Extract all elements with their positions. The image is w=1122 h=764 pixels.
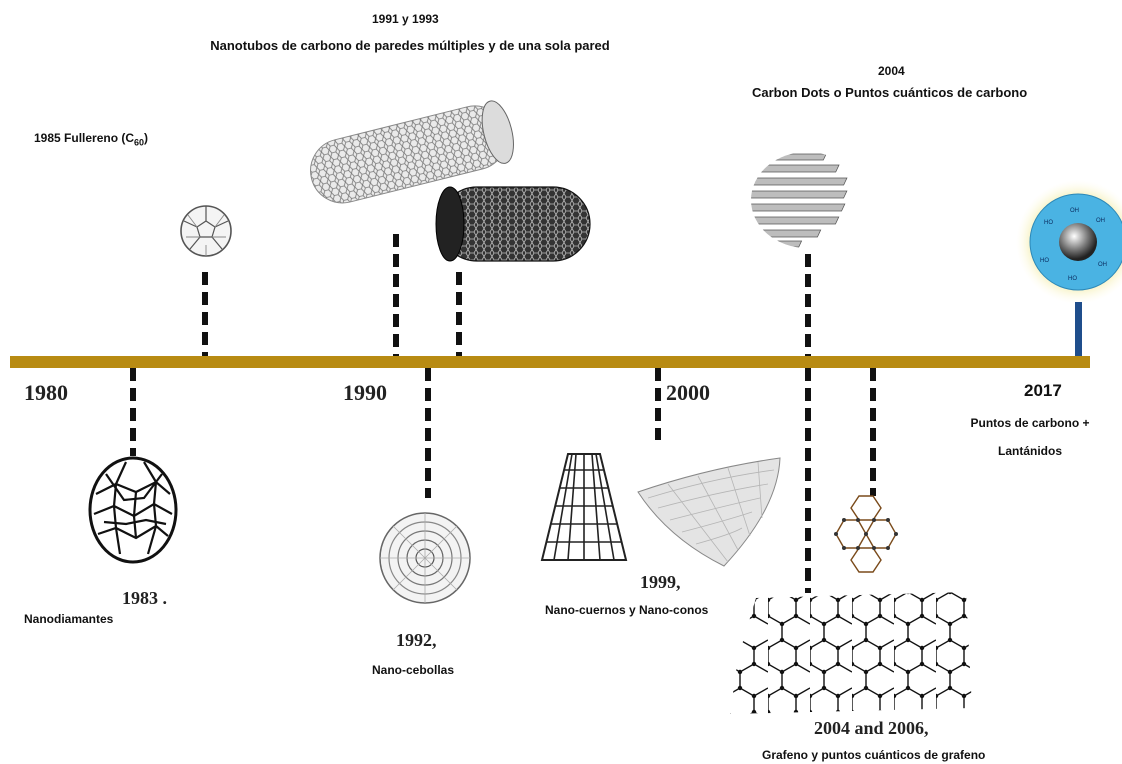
fullerene-label-prefix: 1985 Fullereno (C — [34, 131, 134, 145]
axis-year-1990: 1990 — [343, 380, 387, 406]
svg-text:HO: HO — [1044, 220, 1053, 226]
carbon-dot-icon — [748, 150, 866, 250]
nanodiamond-connector — [130, 368, 136, 456]
nanotubes-label: Nanotubos de carbono de paredes múltiple… — [200, 38, 620, 53]
lanthanides-label-line1: Puntos de carbono + — [960, 416, 1100, 430]
carbon-dot-lanthanide-icon: OH OH HO HO OH HO — [1016, 180, 1122, 304]
graphene-label: Grafeno y puntos cuánticos de grafeno — [762, 748, 985, 762]
nano-onion-icon — [378, 510, 472, 606]
graphene-connector — [805, 368, 811, 593]
nanocone-icon — [538, 450, 630, 566]
fullerene-icon — [178, 203, 234, 259]
nano-onion-year: 1992, — [396, 630, 437, 651]
carbon-dot-connector — [805, 254, 811, 356]
axis-year-2017: 2017 — [1024, 381, 1062, 401]
nanotubes-year: 1991 y 1993 — [372, 12, 439, 26]
svg-text:HO: HO — [1040, 258, 1049, 264]
year-2000-connector — [655, 368, 661, 440]
nanohorn-label: Nano-cuernos y Nano-conos — [545, 603, 708, 617]
nano-onion-label: Nano-cebollas — [372, 663, 454, 677]
nanodiamond-year: 1983 . — [122, 588, 167, 609]
svg-text:HO: HO — [1068, 276, 1077, 282]
svg-text:OH: OH — [1070, 208, 1079, 214]
graphene-qd-connector — [870, 368, 876, 496]
lanthanides-label-line2: Lantánidos — [960, 444, 1100, 458]
nanotube-connector-1993 — [456, 272, 462, 356]
nanotube-icon — [300, 92, 600, 272]
svg-text:OH: OH — [1098, 262, 1107, 268]
nanodiamond-icon — [86, 454, 180, 566]
carbon-dots-label: Carbon Dots o Puntos cuánticos de carbon… — [752, 85, 1027, 100]
svg-text:OH: OH — [1096, 218, 1105, 224]
carbon-dots-year: 2004 — [878, 64, 905, 78]
nano-onion-connector — [425, 368, 431, 498]
fullerene-label-suffix: ) — [144, 131, 148, 145]
fullerene-label: 1985 Fullereno (C60) — [34, 131, 148, 147]
fullerene-connector — [202, 272, 208, 356]
lanthanide-marker — [1075, 302, 1082, 356]
axis-year-2000: 2000 — [666, 380, 710, 406]
axis-year-1980: 1980 — [24, 380, 68, 406]
nanotube-connector-1991 — [393, 234, 399, 356]
graphene-year: 2004 and 2006, — [814, 718, 929, 739]
timeline-axis — [10, 356, 1090, 368]
fullerene-label-subscript: 60 — [134, 137, 144, 147]
graphene-sheet-icon — [726, 588, 976, 720]
nanohorn-year: 1999, — [640, 572, 681, 593]
nanohorn-icon — [628, 448, 788, 570]
nanodiamond-label: Nanodiamantes — [24, 612, 113, 626]
graphene-qd-icon — [826, 494, 906, 574]
